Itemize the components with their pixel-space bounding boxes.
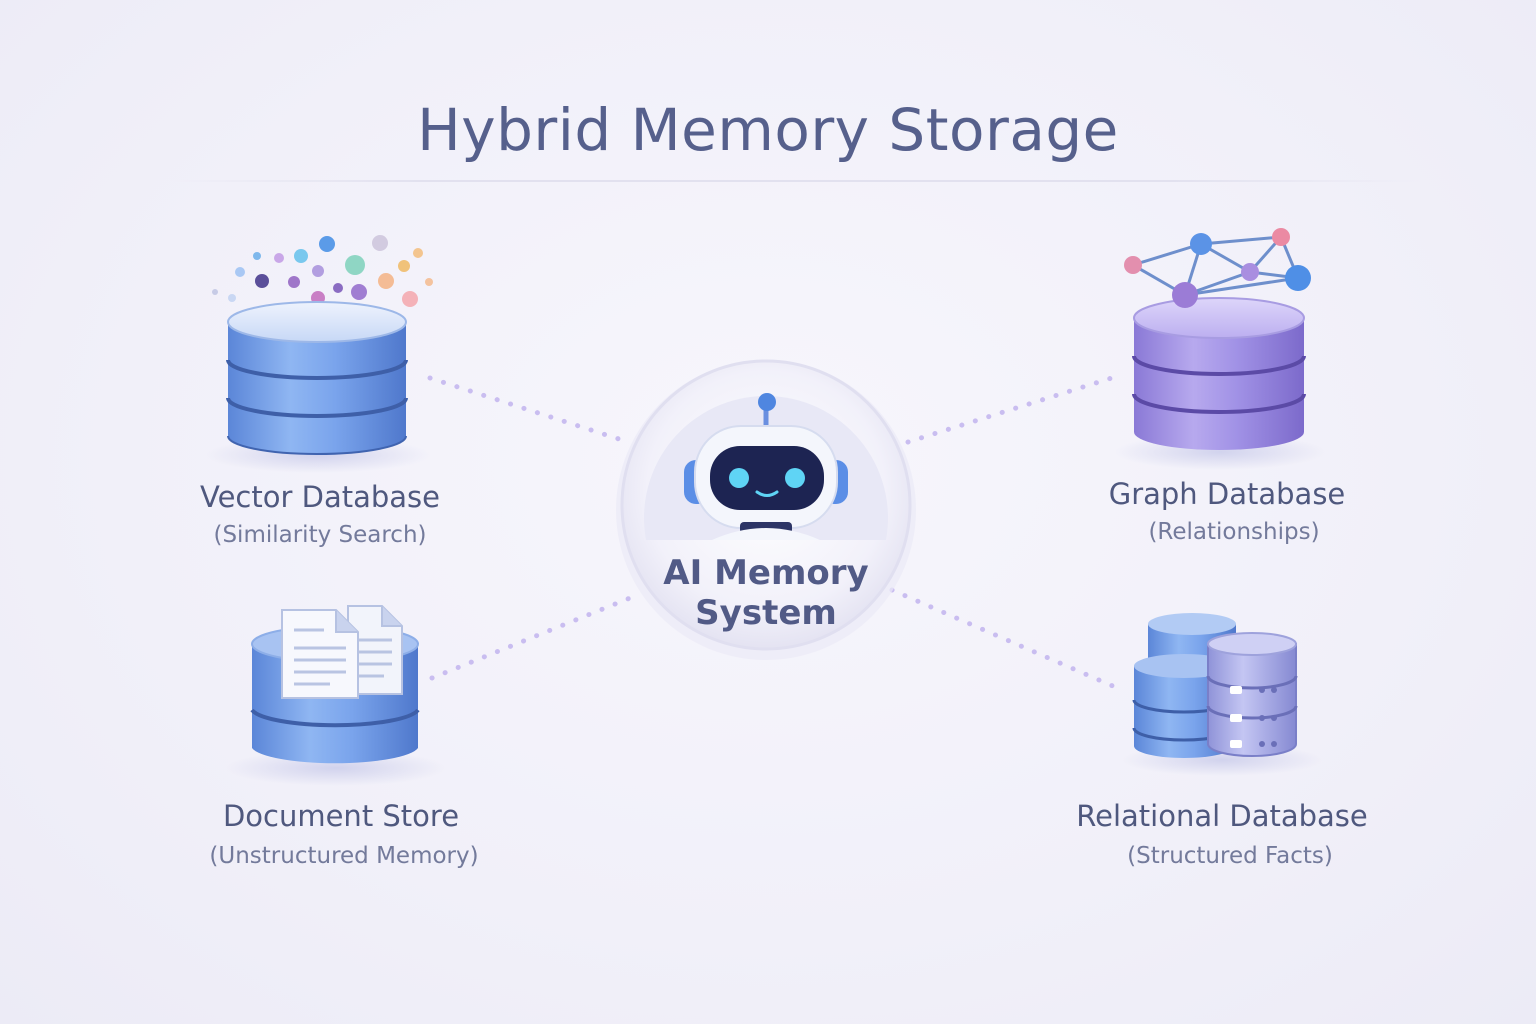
relational-server-stack	[1206, 632, 1298, 757]
document-store-label: Document Store	[222, 799, 460, 833]
graph-network-nodes	[1132, 235, 1300, 297]
center-title-line2: System	[695, 593, 837, 633]
diagram-title: Hybrid Memory Storage	[417, 96, 1119, 164]
relational-database-icon	[1122, 613, 1322, 776]
graph-database-sublabel: (Relationships)	[1148, 519, 1320, 545]
connector-vector	[427, 375, 625, 443]
title-divider	[170, 180, 1420, 182]
center-title-line1: AI Memory	[663, 553, 869, 593]
graph-database-icon	[1115, 228, 1325, 470]
relational-database-label: Relational Database	[1076, 799, 1368, 833]
vector-embedding-dots	[212, 235, 433, 307]
graph-database-label: Graph Database	[1108, 477, 1346, 511]
relational-database-sublabel: (Structured Facts)	[1127, 843, 1333, 869]
vector-database-sublabel: (Similarity Search)	[213, 522, 427, 548]
vector-database-label: Vector Database	[199, 480, 441, 514]
center-hub	[616, 359, 916, 660]
document-store-icon	[226, 605, 446, 786]
vector-database-icon	[206, 235, 433, 473]
robot-icon	[684, 393, 848, 540]
connector-lines	[427, 373, 1125, 693]
connector-document	[429, 595, 633, 681]
document-icon	[281, 605, 403, 699]
document-store-sublabel: (Unstructured Memory)	[209, 843, 479, 869]
connector-graph	[905, 373, 1121, 445]
connector-relational	[889, 587, 1125, 693]
